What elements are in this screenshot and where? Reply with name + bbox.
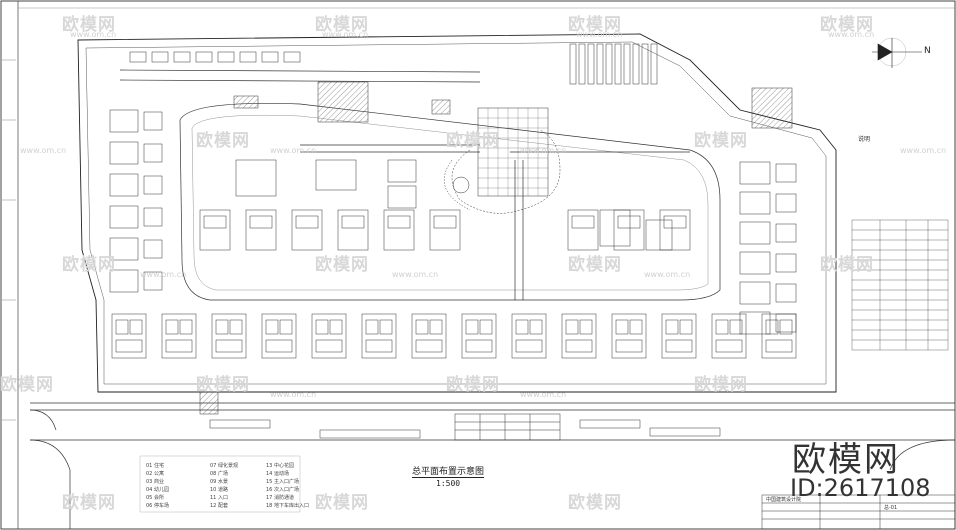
- watermark-brand: 欧模网: [196, 375, 250, 395]
- watermark-brand: 欧模网: [196, 131, 250, 151]
- south-frontage-buildings: [199, 391, 721, 441]
- watermark-brand: 欧模网: [0, 375, 54, 395]
- watermark-brand: 欧模网: [315, 15, 369, 35]
- legend-item: 11 入口: [210, 495, 228, 501]
- existing-buildings: [233, 81, 793, 129]
- watermark-url: www.om.cn: [900, 146, 947, 155]
- watermark-brand: 欧模网: [315, 255, 369, 275]
- north-label: N: [924, 46, 931, 56]
- legend-item: 08 广场: [210, 471, 228, 477]
- legend-frame: [139, 455, 301, 513]
- legend-item: 03 商业: [146, 479, 164, 485]
- watermark-url: www.om.cn: [644, 270, 691, 279]
- watermark-brand: 欧模网: [694, 375, 748, 395]
- watermark-brand: 欧模网: [62, 15, 116, 35]
- title-block-company: 中国建筑设计院: [766, 497, 802, 503]
- drawing-title: 总平面布置示意图: [412, 464, 485, 478]
- legend-item: 04 幼儿园: [146, 487, 169, 493]
- north-arrow-icon: [872, 37, 922, 68]
- legend-item: 14 运动场: [266, 471, 289, 477]
- brand-logo-text: 欧模网: [792, 440, 900, 480]
- legend-item: 15 主入口广场: [266, 479, 299, 485]
- watermark-brand: 欧模网: [568, 255, 622, 275]
- watermark-brand: 欧模网: [568, 15, 622, 35]
- legend-item: 13 中心花园: [266, 463, 294, 469]
- watermark-brand: 欧模网: [62, 255, 116, 275]
- legend-item: 12 配套: [210, 503, 228, 509]
- legend-item: 18 地下车库出入口: [266, 503, 309, 509]
- legend-item: 01 住宅: [146, 463, 164, 469]
- model-id: ID:2617108: [790, 474, 931, 502]
- watermark-url: www.om.cn: [270, 146, 317, 155]
- site-boundary: [77, 33, 837, 393]
- watermark-url: www.om.cn: [392, 270, 439, 279]
- watermark-brand: 欧模网: [568, 493, 622, 513]
- watermark-url: www.om.cn: [828, 30, 875, 39]
- legend-item: 07 绿化景观: [210, 463, 238, 469]
- drawing-scale: 1:500: [436, 479, 461, 488]
- legend-item: 09 水景: [210, 479, 228, 485]
- site-roads: [29, 69, 956, 529]
- legend-item: 06 停车场: [146, 503, 169, 509]
- legend-item: 02 公寓: [146, 471, 164, 477]
- watermark-url: www.om.cn: [270, 390, 317, 399]
- watermark-brand: 欧模网: [446, 375, 500, 395]
- legend-item: 10 道路: [210, 487, 228, 493]
- legend-item: 17 消防通道: [266, 495, 294, 501]
- watermark-url: www.om.cn: [576, 30, 623, 39]
- watermark-url: www.om.cn: [20, 146, 67, 155]
- watermark-url: www.om.cn: [140, 270, 187, 279]
- watermark-brand: 欧模网: [820, 15, 874, 35]
- watermark-brand: 欧模网: [446, 131, 500, 151]
- watermark-url: www.om.cn: [520, 146, 567, 155]
- legend-item: 05 会所: [146, 495, 164, 501]
- title-block-drawing-no: 总-01: [884, 505, 898, 511]
- watermark-url: www.om.cn: [520, 390, 567, 399]
- legend-item: 16 次入口广场: [266, 487, 299, 493]
- notes-title: 说明: [858, 136, 871, 143]
- watermark-brand: 欧模网: [315, 493, 369, 513]
- title-block: [761, 494, 956, 530]
- central-plaza: [443, 107, 561, 214]
- watermark-url: www.om.cn: [70, 30, 117, 39]
- residential-blocks: [109, 43, 797, 359]
- watermark-brand: 欧模网: [694, 131, 748, 151]
- technical-indicator-table: [851, 219, 949, 351]
- watermark-brand: 欧模网: [62, 493, 116, 513]
- watermark-brand: 欧模网: [820, 255, 874, 275]
- watermark-url: www.om.cn: [322, 30, 369, 39]
